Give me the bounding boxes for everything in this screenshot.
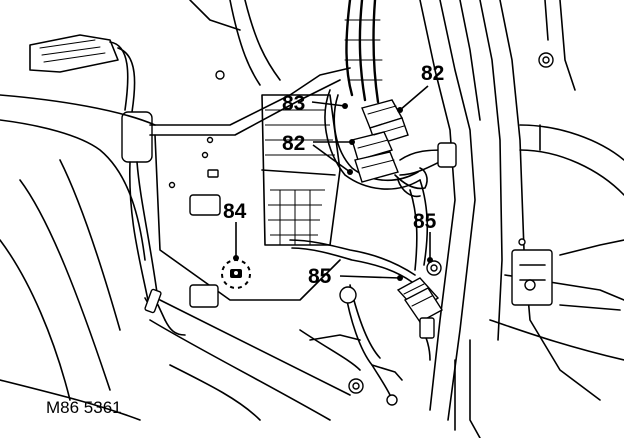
inner-panel <box>149 0 351 301</box>
right-fittings <box>511 52 624 311</box>
lower-wire <box>299 284 403 406</box>
callout-85-right: 85 <box>413 210 437 233</box>
fixing-84 <box>221 259 251 289</box>
callout-83: 83 <box>282 92 305 115</box>
door-shell-left <box>0 94 351 421</box>
callout-85-mid: 85 <box>308 265 332 288</box>
callout-82-mid: 82 <box>282 132 305 155</box>
callout-leaders <box>233 85 433 281</box>
connector-82-block <box>351 99 428 198</box>
main-harness <box>324 0 457 190</box>
lower-harness <box>289 179 442 283</box>
callout-82-top: 82 <box>421 62 444 85</box>
figure-reference: M86 5361 <box>46 398 122 417</box>
callout-84: 84 <box>223 200 247 223</box>
left-wire-loop <box>144 284 219 336</box>
top-left-harness <box>29 34 159 311</box>
window-channel <box>419 0 624 438</box>
connector-85-block <box>396 277 443 361</box>
center-cavity <box>261 94 341 246</box>
